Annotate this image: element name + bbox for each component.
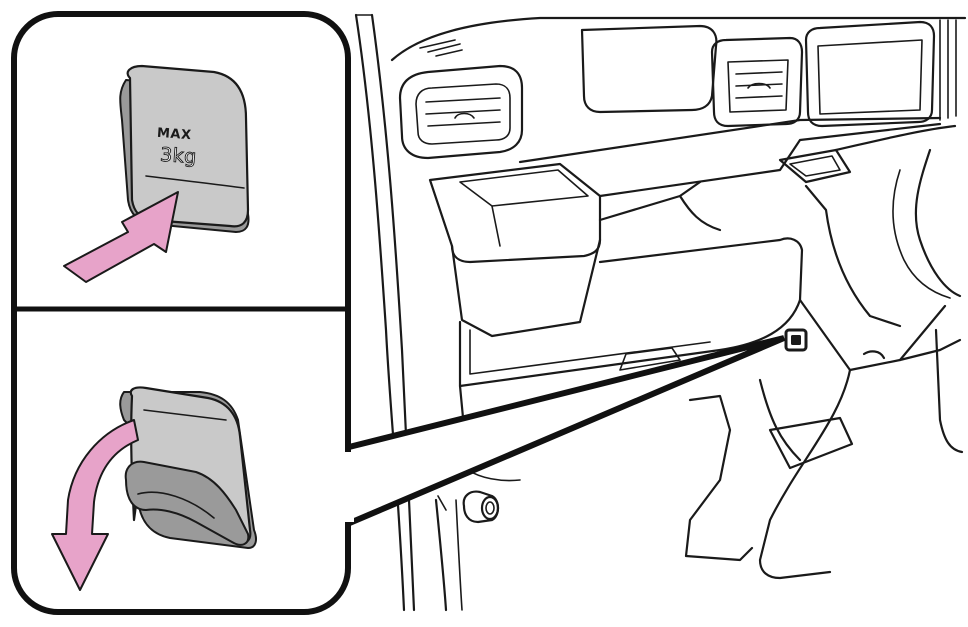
- hood-release-knob: [462, 490, 500, 524]
- curved-arrow-down-icon: [51, 419, 139, 591]
- hook-label-max: MAX: [156, 126, 191, 143]
- hook-folded-panel: MAX 3kg: [63, 64, 250, 283]
- coat-hook-icon: [119, 386, 257, 549]
- hook-label-weight: 3kg: [159, 144, 197, 169]
- dashboard-illustration: [354, 13, 967, 612]
- callout-pointer: [342, 335, 786, 530]
- hook-location-marker: [784, 328, 808, 352]
- hook-unfolded-panel: [51, 386, 257, 591]
- coat-hook-icon: MAX 3kg: [119, 64, 250, 233]
- arrow-right-up-icon: [63, 191, 179, 283]
